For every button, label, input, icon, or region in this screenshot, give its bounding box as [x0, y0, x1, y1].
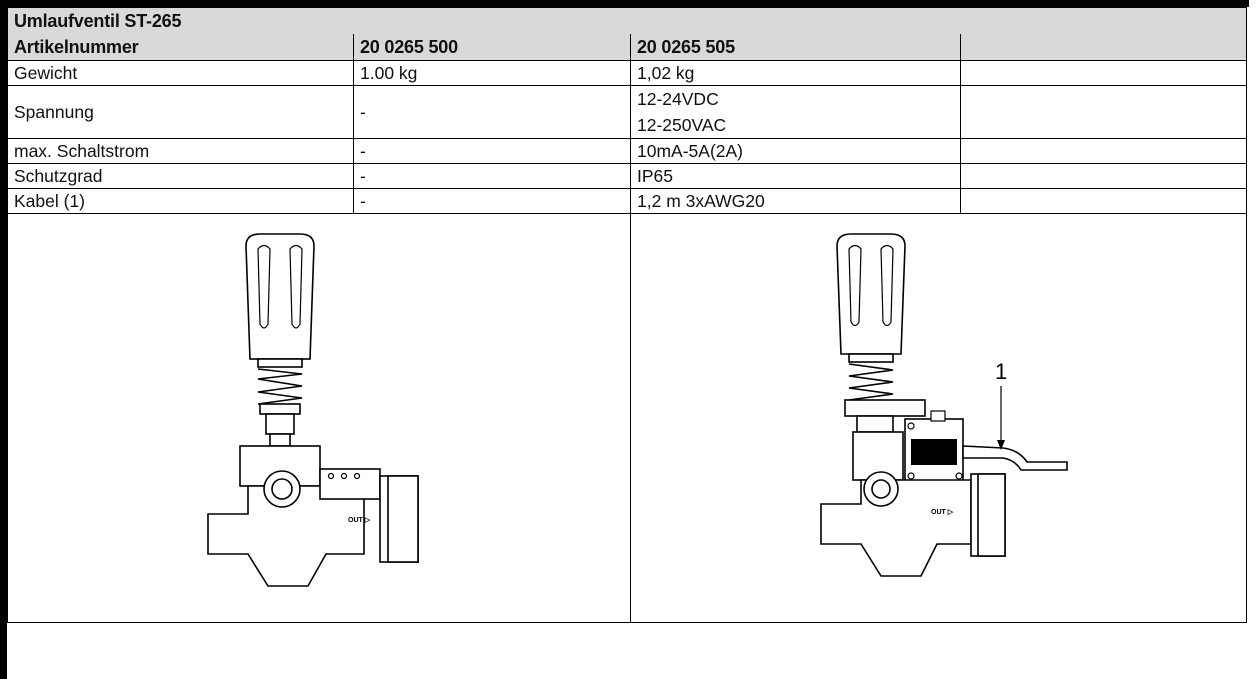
header-artikelnummer: Artikelnummer	[7, 34, 354, 61]
row-empty	[959, 163, 1248, 189]
row-value-b: 12-24VDC 12-250VAC	[630, 85, 961, 139]
row-empty	[959, 188, 1248, 214]
row-empty	[959, 138, 1248, 164]
row-value-a: -	[353, 138, 631, 164]
row-label: Gewicht	[7, 60, 354, 86]
row-value-a: -	[353, 85, 631, 139]
table-row: Kabel (1) - 1,2 m 3xAWG20	[7, 188, 1248, 214]
row-value-b: 10mA-5A(2A)	[630, 138, 961, 164]
callout-number: 1	[995, 359, 1007, 384]
row-label: max. Schaltstrom	[7, 138, 354, 164]
title-row: Umlaufventil ST-265	[6, 7, 1248, 34]
valve-drawing-left: OUT ▷	[207, 233, 419, 587]
table-row: Gewicht 1.00 kg 1,02 kg	[7, 60, 1248, 86]
table-row: Spannung - 12-24VDC 12-250VAC	[7, 85, 1248, 139]
row-empty	[959, 85, 1248, 139]
out-mark-left: OUT ▷	[348, 517, 371, 524]
row-value-a: 1.00 kg	[353, 60, 631, 86]
voltage-ac: 12-250VAC	[637, 115, 727, 135]
row-value-a: -	[353, 163, 631, 189]
row-value-b: 1,02 kg	[630, 60, 961, 86]
spec-table: Umlaufventil ST-265 Artikelnummer 20 026…	[6, 7, 1248, 623]
header-article-1: 20 0265 500	[353, 34, 631, 61]
drawing-cell-right: 1 OUT ▷	[629, 213, 1248, 623]
voltage-dc: 12-24VDC	[637, 89, 719, 109]
row-value-a: -	[353, 188, 631, 214]
row-label: Schutzgrad	[7, 163, 354, 189]
table-row: max. Schaltstrom - 10mA-5A(2A)	[7, 138, 1248, 164]
valve-drawing-right: 1 OUT ▷	[820, 233, 1068, 577]
header-article-2: 20 0265 505	[630, 34, 961, 61]
drawing-cell-left: OUT ▷	[7, 213, 631, 623]
row-value-b: 1,2 m 3xAWG20	[630, 188, 961, 214]
table-title: Umlaufventil ST-265	[6, 7, 1248, 34]
row-label: Spannung	[7, 85, 354, 139]
header-empty	[959, 34, 1248, 61]
out-mark-right: OUT ▷	[931, 509, 954, 516]
drawing-row: OUT ▷	[7, 213, 1248, 623]
header-row: Artikelnummer 20 0265 500 20 0265 505	[7, 34, 1248, 61]
row-value-b: IP65	[630, 163, 961, 189]
row-empty	[959, 60, 1248, 86]
row-label: Kabel (1)	[7, 188, 354, 214]
table-row: Schutzgrad - IP65	[7, 163, 1248, 189]
